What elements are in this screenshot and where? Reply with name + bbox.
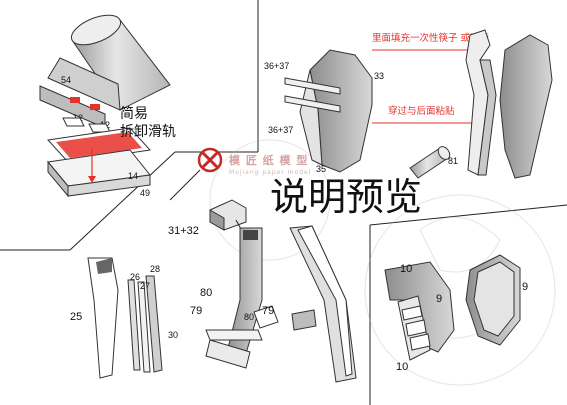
label-25: 25	[70, 311, 82, 323]
rail-caption-2: 拆卸滑轨	[120, 123, 176, 140]
label-10a: 10	[400, 263, 412, 275]
note-through-glue: 穿过与后面粘贴	[388, 105, 455, 117]
label-33: 33	[374, 71, 384, 81]
note-fill-chopsticks: 里面填充一次性筷子 或吸管	[372, 32, 489, 44]
rail-caption-1: 简易	[120, 105, 148, 122]
label-10b: 10	[396, 361, 408, 373]
tube-81	[409, 146, 451, 179]
label-36-37b: 36+37	[268, 125, 293, 135]
watermark-logo-icon	[197, 147, 223, 173]
watermark-brand: 模 匠 纸 模 型	[229, 153, 308, 167]
label-9a: 9	[436, 293, 442, 305]
label-14: 14	[128, 171, 138, 181]
blocks-panel: 10 9 10 9	[384, 254, 528, 373]
watermark: 模 匠 纸 模 型 Mojiang paper model	[197, 139, 556, 386]
label-30: 30	[168, 330, 178, 340]
page-title: 说明预览	[270, 175, 422, 219]
label-79b: 79	[262, 305, 274, 317]
cylinder-part	[39, 14, 171, 129]
label-28: 28	[150, 264, 160, 274]
label-80b: 80	[244, 312, 254, 322]
label-79a: 79	[190, 305, 202, 317]
label-31-32: 31+32	[168, 225, 199, 237]
handle-side-parts	[465, 29, 553, 179]
label-80a: 80	[200, 287, 212, 299]
strips-panel: 26 27 28 25 30	[70, 257, 178, 379]
label-9b: 9	[522, 281, 528, 293]
handle-panel: 36+37 36+37 33 35 81 里面填充一次性筷子 或吸管 穿过与后面…	[264, 29, 553, 179]
rod-pieces	[284, 77, 341, 113]
label-35: 35	[316, 164, 326, 174]
label-27: 27	[140, 281, 150, 291]
watermark-sub: Mojiang paper model	[229, 169, 311, 176]
assembly-panel: 31+32 80 79 79 80	[168, 199, 357, 383]
label-49: 49	[140, 188, 150, 198]
handle-part	[299, 49, 373, 173]
rail-plates	[46, 127, 152, 198]
rail-panel: 54 12 12 14 49 简易 拆卸滑轨	[39, 14, 176, 198]
label-36-37a: 36+37	[264, 61, 289, 71]
label-54: 54	[61, 75, 71, 85]
label-81: 81	[448, 156, 458, 166]
label-26: 26	[130, 272, 140, 282]
